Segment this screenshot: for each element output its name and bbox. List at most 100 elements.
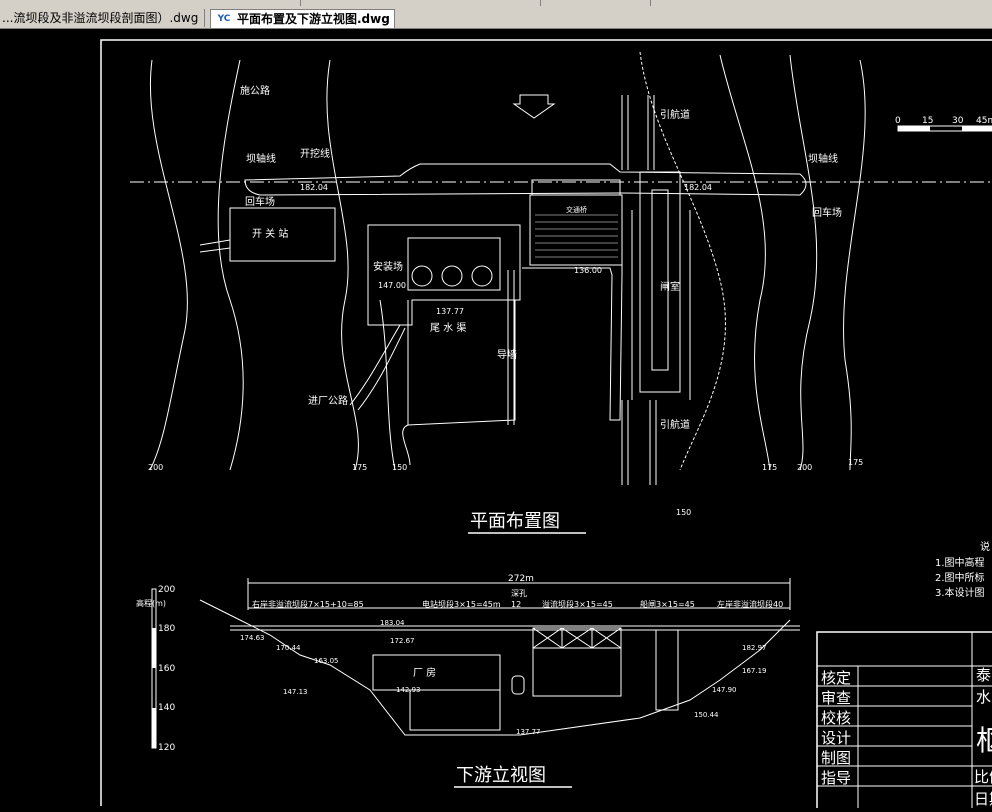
elev-label: 150.44 <box>694 711 719 719</box>
tab-label: ...流坝段及非溢流坝段剖面图）.dwg <box>2 11 199 25</box>
turbine-unit <box>441 265 463 287</box>
axis-tick: 140 <box>158 703 175 713</box>
drawing-canvas[interactable]: 施公路 坝轴线 开挖线 回车场 开 关 站 安装场 尾 水 渠 导墙 进厂公路 … <box>0 29 992 812</box>
ship-lock <box>639 171 681 393</box>
axis-tick: 120 <box>158 743 175 753</box>
axis-tick: 180 <box>158 624 175 634</box>
elev-label: 147.13 <box>283 688 308 696</box>
axis-tick: 160 <box>158 664 175 674</box>
elev-label: 163.05 <box>314 657 339 665</box>
plan-view <box>130 51 990 485</box>
tailrace-channel <box>407 300 516 426</box>
elevation-scale: 高程(m) 200 180 160 140 120 <box>136 585 175 753</box>
title-block-fragment: 泰 <box>976 666 991 684</box>
note-item: 1.图中高程 <box>935 556 985 569</box>
road <box>199 239 231 253</box>
contour-label: 175 <box>352 463 367 472</box>
scale-tick: 0 <box>895 116 901 126</box>
contour-label: 200 <box>797 463 812 472</box>
elev-label: 182.04 <box>300 183 328 192</box>
title-block-fragment: 比例 <box>974 768 992 786</box>
guide-wall-label: 导墙 <box>497 348 517 361</box>
tailrace-bank <box>402 424 411 466</box>
scale-bar: 0 15 30 45m <box>895 116 992 132</box>
powerhouse-block <box>367 224 521 326</box>
title-block-fragment: 日期 <box>974 790 992 808</box>
toolbar-segment <box>540 0 651 6</box>
flow-direction-arrow <box>512 94 556 119</box>
ground-profile <box>199 599 791 736</box>
assembly-label: 安装场 <box>373 260 403 273</box>
plant-road-label: 进厂公路 <box>308 394 348 407</box>
title-block-row: 核定 <box>821 669 851 687</box>
segment-label: 右岸非溢流坝段7×15+10=85 <box>252 599 364 609</box>
tab-label: 平面布置及下游立视图.dwg <box>237 12 390 26</box>
contour-label: 200 <box>148 463 163 472</box>
road-label: 施公路 <box>240 84 270 97</box>
switch-station <box>229 207 336 262</box>
tab-section-drawing[interactable]: ...流坝段及非溢流坝段剖面图）.dwg <box>0 9 206 27</box>
segment-label: 左岸非溢流坝段40 <box>717 599 783 609</box>
elev-label: 142.93 <box>396 686 421 694</box>
contour-line <box>379 299 396 471</box>
tailwater-label: 尾 水 渠 <box>430 322 466 334</box>
title-block-row: 指导 <box>821 769 851 787</box>
contour-line <box>843 59 866 471</box>
tab-plan-layout[interactable]: YC 平面布置及下游立视图.dwg <box>210 9 395 28</box>
turbine-unit <box>411 265 433 287</box>
turnaround-label-left: 回车场 <box>245 195 275 208</box>
toolbar-segment <box>300 0 541 6</box>
document-tab-bar: ...流坝段及非溢流坝段剖面图）.dwg YC 平面布置及下游立视图.dwg <box>0 7 992 29</box>
segment-label: 电站坝段3×15=45m <box>422 599 501 609</box>
generator-hall <box>407 237 501 291</box>
axis-label-left: 坝轴线 <box>246 152 276 165</box>
turbine-unit <box>471 265 493 287</box>
elev-label: 174.63 <box>240 634 265 642</box>
segment-label: 深孔 <box>511 589 527 598</box>
elev-label: 167.19 <box>742 667 767 675</box>
toolbar-segment <box>0 0 301 6</box>
elev-label: 182.97 <box>742 644 767 652</box>
note-item: 2.图中所标 <box>935 571 985 584</box>
excavation-label: 开挖线 <box>300 147 330 160</box>
elev-label: 170.44 <box>276 644 301 652</box>
segment-label: 船闸3×15=45 <box>640 599 695 609</box>
contour-line <box>217 59 244 471</box>
axis-title: 高程(m) <box>136 598 166 608</box>
total-length-label: 272m <box>508 574 534 584</box>
plan-title: 平面布置图 <box>470 511 560 532</box>
contour-label: 150 <box>392 463 407 472</box>
yc-file-icon: YC <box>217 14 231 24</box>
title-block-row: 审查 <box>821 689 851 707</box>
title-block: 核定 审查 校核 设计 制图 指导 泰 水 枢 比例 日期 <box>816 631 992 812</box>
title-block-fragment: 枢 <box>976 724 992 757</box>
axis-label-right: 坝轴线 <box>808 152 838 165</box>
elev-label: 172.67 <box>390 637 415 645</box>
notes-heading: 说 <box>980 540 990 553</box>
contour-line <box>149 59 188 471</box>
elev-label: 147.90 <box>712 686 737 694</box>
turnaround-label-right: 回车场 <box>812 206 842 219</box>
elev-label: 137.77 <box>516 728 541 736</box>
contour-line <box>789 54 818 471</box>
elev-label: 183.04 <box>380 619 405 627</box>
segment-label: 12 <box>511 600 521 609</box>
contour-line <box>719 54 771 471</box>
cad-drawing: 施公路 坝轴线 开挖线 回车场 开 关 站 安装场 尾 水 渠 导墙 进厂公路 … <box>100 39 992 812</box>
elevation-view <box>199 578 800 736</box>
contour-line <box>326 59 359 471</box>
spillway-face <box>532 647 622 697</box>
ship-lock-elevation <box>655 629 679 711</box>
nav-channel-label: 引航道 <box>660 108 690 121</box>
elev-label: 136.00 <box>574 266 602 275</box>
title-block-fragment: 水 <box>976 688 991 706</box>
powerhouse-substructure <box>409 689 501 731</box>
segment-label: 溢流坝段3×15=45 <box>542 599 613 609</box>
title-block-row: 制图 <box>821 749 851 767</box>
scale-tick: 45m <box>976 116 992 126</box>
scale-tick: 15 <box>922 116 933 126</box>
title-block-row: 设计 <box>821 729 851 747</box>
note-item: 3.本设计图 <box>935 586 985 599</box>
powerhouse-label: 厂 房 <box>413 666 436 679</box>
contour-label: 175 <box>848 458 863 467</box>
